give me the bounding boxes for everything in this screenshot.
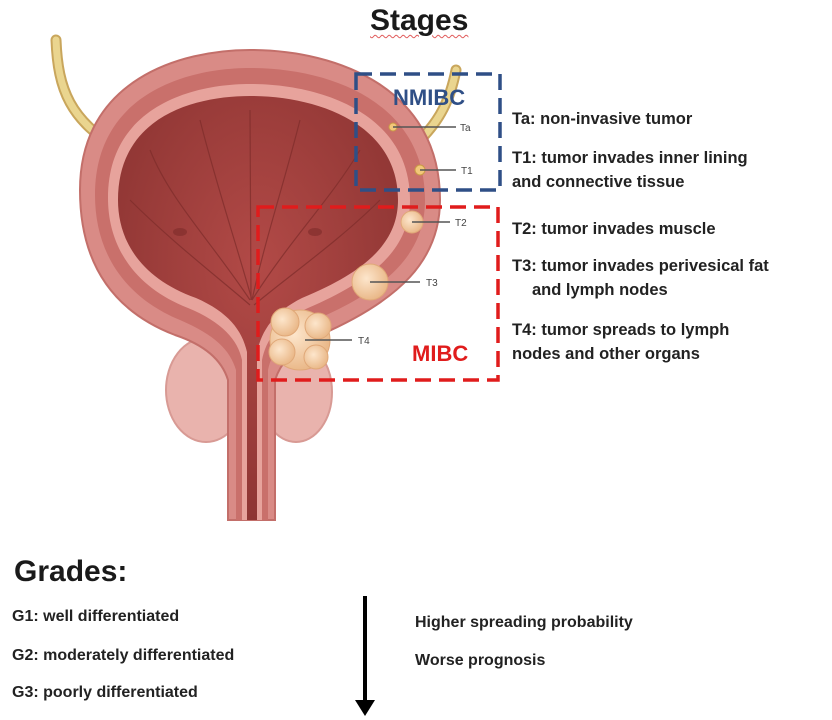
tumor-label-t3: T3 [426,278,438,289]
tumor-label-t1: T1 [461,166,473,177]
grade-item-g3: G3: poorly differentiated [12,684,198,702]
tumor-label-ta: Ta [460,123,471,134]
stage-desc-t1: T1: tumor invades inner lining and conne… [512,146,748,194]
grade-effect-prognosis: Worse prognosis [415,652,545,670]
mibc-label: MIBC [412,341,468,367]
tumor-t4 [269,308,331,370]
grade-item-g1: G1: well differentiated [12,608,179,626]
stage-desc-t3: T3: tumor invades perivesical fat and ly… [512,254,769,302]
stage-desc-t2: T2: tumor invades muscle [512,217,716,241]
stage-desc-t4: T4: tumor spreads to lymph nodes and oth… [512,318,729,366]
nmibc-label: NMIBC [393,85,465,111]
grades-title: Grades: [14,555,127,589]
page-title: Stages [370,4,468,38]
stage-desc-ta: Ta: non-invasive tumor [512,107,692,131]
tumor-label-t4: T4 [358,336,370,347]
grade-item-g2: G2: moderately differentiated [12,647,234,665]
grade-arrow-head [355,700,375,716]
tumor-label-t2: T2 [455,218,467,229]
grade-effect-spreading: Higher spreading probability [415,614,633,632]
